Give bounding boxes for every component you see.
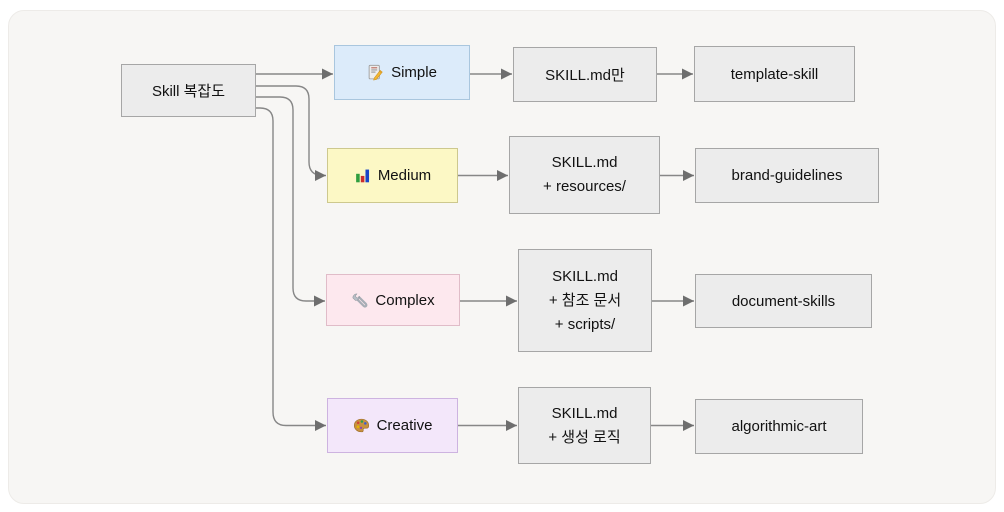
node-category-medium: Medium — [327, 148, 458, 203]
example-label: template-skill — [730, 65, 819, 83]
node-example-algorithmic-art: algorithmic-art — [695, 399, 863, 454]
structure-line: SKILL.md — [552, 267, 618, 285]
bar-chart-icon — [354, 167, 371, 184]
structure-line: SKILL.md — [551, 404, 618, 422]
node-structure-skill-md-genlogic: SKILL.md + 생성 로직 — [518, 387, 651, 464]
memo-icon — [367, 64, 384, 81]
example-label: document-skills — [731, 292, 836, 310]
node-category-creative: Creative — [327, 398, 458, 453]
example-label: algorithmic-art — [731, 418, 827, 435]
wrench-icon — [351, 292, 368, 309]
structure-line: SKILL.md — [551, 154, 618, 171]
node-example-brand-guidelines: brand-guidelines — [695, 148, 879, 203]
category-label: Complex — [375, 291, 435, 309]
example-label: brand-guidelines — [731, 167, 843, 184]
category-label: Creative — [376, 417, 433, 434]
node-category-simple: Simple — [334, 45, 470, 100]
category-label: Simple — [391, 64, 437, 81]
structure-line: + scripts/ — [554, 315, 616, 333]
node-label: Skill 복잡도 — [151, 83, 226, 100]
palette-icon — [353, 417, 370, 434]
category-label: Medium — [377, 167, 432, 184]
node-structure-skill-md-only: SKILL.md만 — [513, 47, 657, 102]
structure-line: + 생성 로직 — [548, 428, 621, 446]
node-skill-complexity-root: Skill 복잡도 — [121, 64, 256, 117]
node-example-document-skills: document-skills — [695, 274, 872, 328]
structure-line: + 참조 문서 — [548, 291, 622, 309]
node-category-complex: Complex — [326, 274, 460, 326]
structure-line: + resources/ — [543, 178, 626, 195]
structure-label: SKILL.md만 — [545, 67, 625, 84]
node-example-template-skill: template-skill — [694, 46, 855, 102]
node-structure-skill-md-refdocs-scripts: SKILL.md + 참조 문서 + scripts/ — [518, 249, 652, 352]
node-structure-skill-md-resources: SKILL.md + resources/ — [509, 136, 660, 214]
